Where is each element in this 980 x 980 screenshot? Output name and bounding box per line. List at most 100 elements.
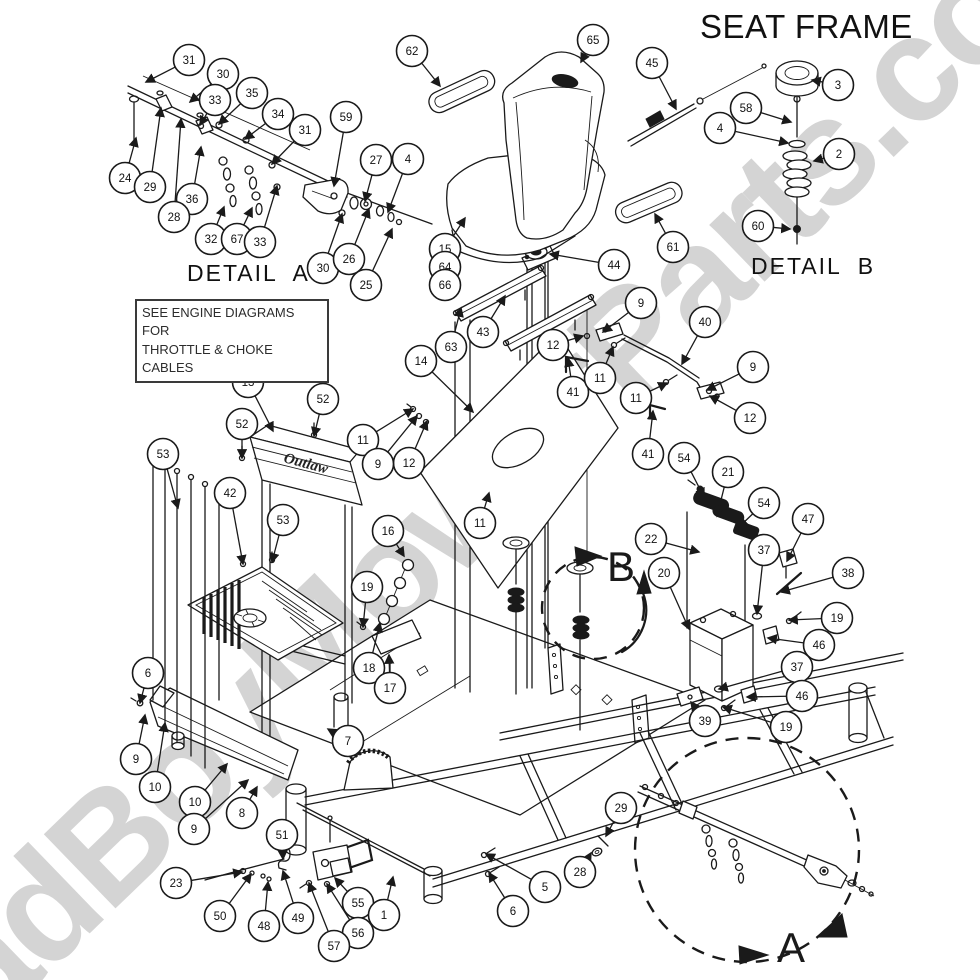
callout-circle	[619, 381, 653, 415]
engine-note-line1: SEE ENGINE DIAGRAMS FOR	[142, 305, 295, 339]
callout-circle	[119, 742, 153, 776]
callout-number: 12	[403, 458, 416, 470]
callout-circle	[634, 522, 668, 556]
leader-line	[705, 373, 740, 391]
callout-2: 2	[812, 137, 856, 171]
callout-circle	[656, 230, 690, 264]
leader-line	[490, 294, 506, 320]
callout-number: 11	[474, 518, 486, 530]
leader-line	[681, 335, 699, 366]
leader-line	[330, 132, 344, 188]
leader-line	[654, 212, 667, 234]
callout-65: 65	[576, 23, 610, 64]
callout-number: 29	[615, 803, 628, 815]
leader-line	[387, 414, 418, 453]
callout-circle	[203, 899, 237, 933]
callout-number: 9	[191, 824, 197, 836]
leader-line	[721, 704, 772, 723]
callout-circle	[583, 361, 617, 395]
leader-line	[333, 876, 348, 893]
callout-21: 21	[711, 455, 745, 518]
leader-line	[326, 728, 339, 739]
callout-51: 51	[265, 818, 299, 861]
callout-38: 38	[779, 556, 865, 595]
callout-number: 44	[608, 260, 621, 272]
leader-line	[144, 66, 176, 83]
engine-note: SEE ENGINE DIAGRAMS FOR THROTTLE & CHOKE…	[135, 299, 329, 383]
callout-circle	[428, 268, 462, 302]
leader-line	[810, 76, 823, 87]
callout-60: 60	[741, 209, 792, 243]
callout-circle	[729, 91, 763, 125]
callout-43: 43	[466, 294, 506, 349]
leader-line	[137, 687, 148, 705]
leader-line	[580, 51, 590, 64]
leader-line	[386, 173, 404, 214]
callout-circle	[597, 248, 631, 282]
callout-number: 59	[340, 112, 353, 124]
callout-circle	[138, 770, 172, 804]
callout-circle	[225, 407, 259, 441]
callout-4: 4	[703, 111, 790, 147]
center-springs	[502, 536, 594, 731]
leader-line	[151, 106, 165, 172]
leader-line	[138, 713, 149, 744]
callout-circle	[604, 791, 638, 825]
callout-46: 46	[766, 628, 836, 662]
leader-line	[384, 653, 395, 673]
callout-33: 33	[198, 83, 232, 127]
callout-48: 48	[247, 880, 281, 943]
seat	[428, 51, 683, 264]
callout-number: 4	[717, 123, 724, 135]
section-letter-a: A	[777, 924, 805, 971]
leader-line	[307, 881, 329, 932]
callout-number: 32	[205, 234, 218, 246]
leader-line	[199, 112, 210, 127]
leader-line	[649, 382, 669, 392]
callout-19: 19	[787, 601, 854, 635]
leader-line	[548, 250, 599, 264]
callout-35: 35	[217, 76, 269, 126]
leader-line	[270, 140, 295, 166]
callout-circle	[831, 556, 865, 590]
callout-number: 33	[209, 95, 222, 107]
callout-number: 12	[547, 340, 560, 352]
callout-circle	[265, 818, 299, 852]
callout-31: 31	[270, 113, 322, 166]
leader-line	[362, 174, 373, 203]
page-title: SEAT FRAME	[700, 8, 913, 45]
callout-19: 19	[721, 704, 803, 744]
callout-circle	[361, 447, 395, 481]
callout-5: 5	[484, 853, 562, 904]
callout-54: 54	[667, 441, 705, 499]
leader-line	[166, 468, 181, 510]
leader-line	[326, 882, 351, 921]
callout-6: 6	[131, 656, 165, 705]
callout-32: 32	[194, 205, 228, 256]
callout-28: 28	[157, 117, 191, 234]
callout-number: 11	[594, 373, 606, 385]
detail-circle-a	[633, 736, 861, 965]
leader-line	[385, 875, 397, 901]
section-letter-b: B	[607, 543, 635, 590]
leader-line	[453, 306, 464, 333]
callout-number: 20	[658, 568, 671, 580]
callout-circle	[288, 113, 322, 147]
callout-number: 21	[722, 467, 735, 479]
leader-line	[358, 602, 370, 629]
callout-number: 61	[667, 242, 680, 254]
callout-circle	[359, 143, 393, 177]
callout-59: 59	[329, 100, 363, 188]
callout-number: 48	[258, 921, 271, 933]
leader-line	[605, 821, 615, 838]
callout-circle	[821, 68, 855, 102]
detail-b-label: DETAIL B	[751, 253, 876, 279]
callout-9: 9	[705, 350, 770, 391]
callout-26: 26	[332, 207, 371, 276]
callout-number: 16	[382, 526, 395, 538]
leader-line	[194, 145, 205, 184]
callout-22: 22	[634, 522, 701, 556]
detail-circle-b	[540, 546, 652, 661]
callout-circle	[317, 929, 351, 963]
